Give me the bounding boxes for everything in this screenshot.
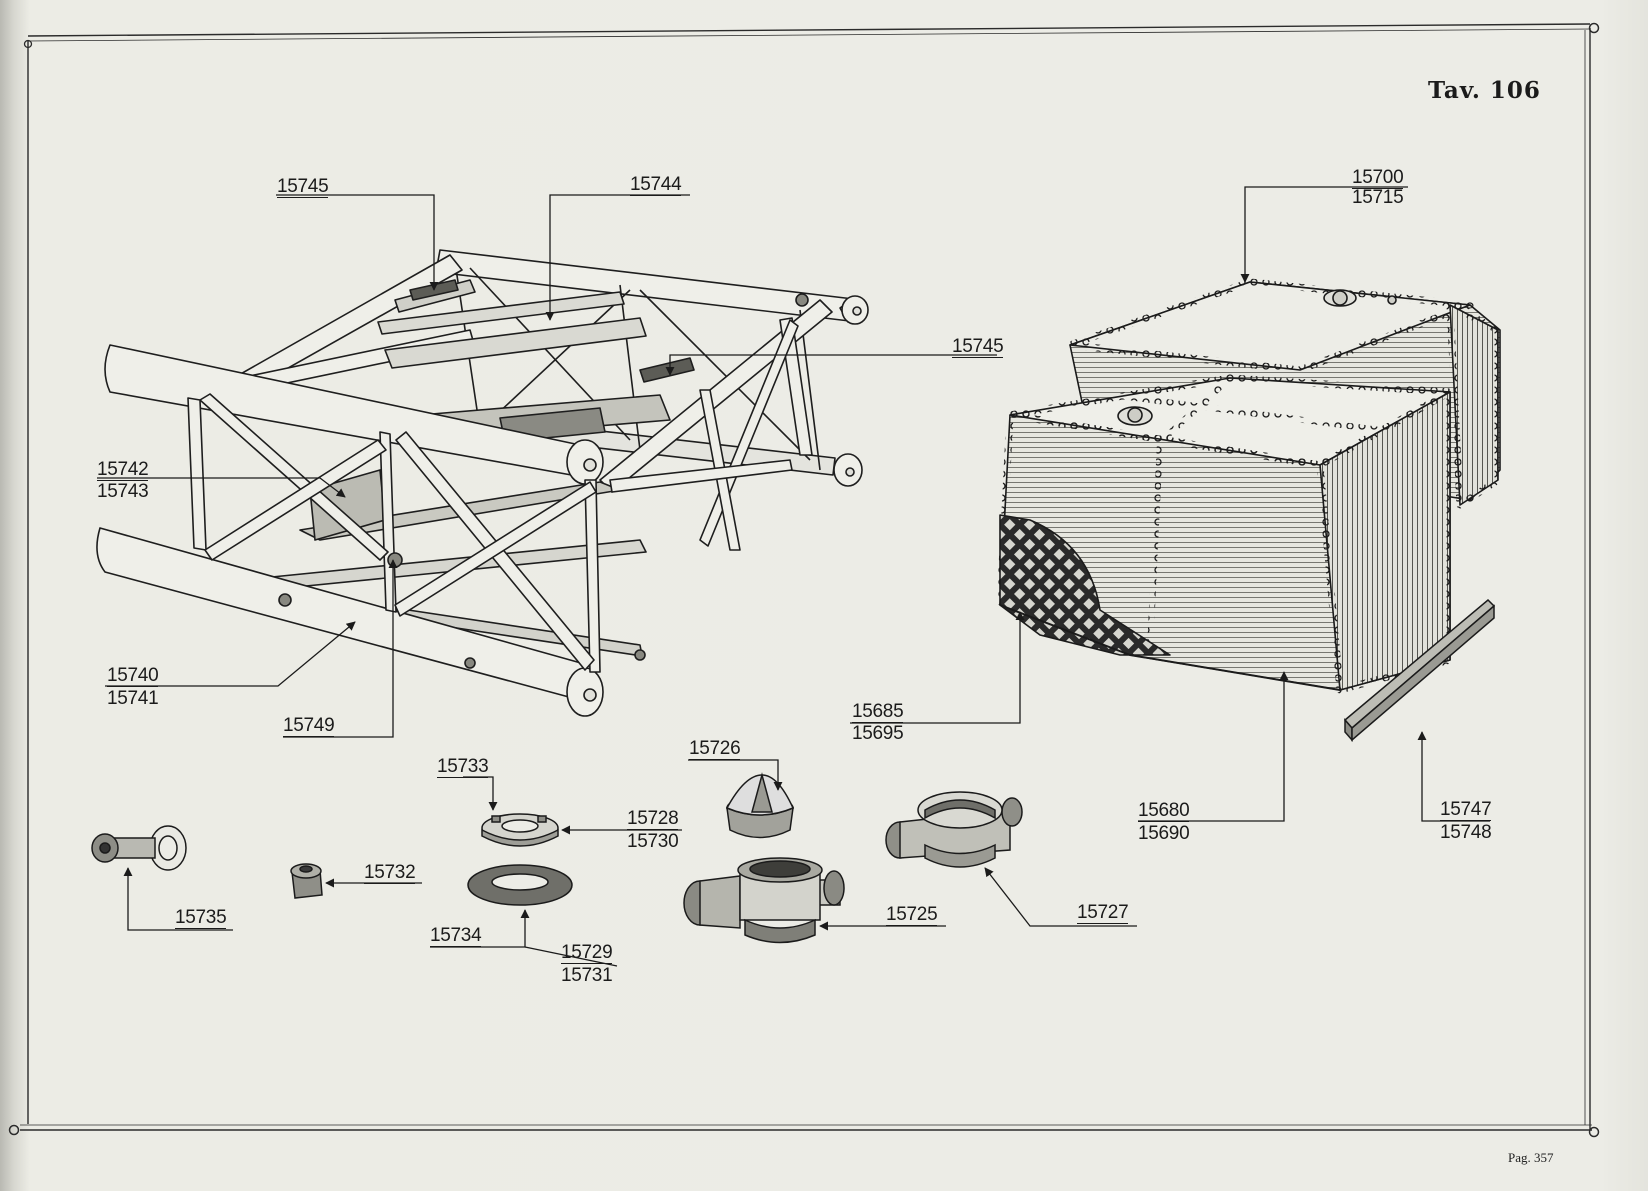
label-15695: 15695 xyxy=(852,723,904,744)
label-15726: 15726 xyxy=(689,738,741,760)
fuel-tanks-drawing xyxy=(996,278,1502,694)
label-15715: 15715 xyxy=(1352,187,1404,208)
label-15744: 15744 xyxy=(630,174,682,196)
label-15734: 15734 xyxy=(430,925,482,947)
label-15733: 15733 xyxy=(437,756,489,778)
label-15727: 15727 xyxy=(1077,902,1129,924)
label-15728: 15728 xyxy=(627,808,679,830)
label-15730: 15730 xyxy=(627,831,679,852)
page-number: Pag. 357 xyxy=(1508,1150,1554,1165)
plate-title: Tav. 106 xyxy=(1428,77,1541,104)
label-15732: 15732 xyxy=(364,862,416,884)
plate-border xyxy=(8,22,1600,1138)
label-15690: 15690 xyxy=(1138,823,1190,844)
label-15743: 15743 xyxy=(97,481,149,502)
label-15740: 15740 xyxy=(107,665,159,687)
leader-lines xyxy=(97,186,1490,967)
label-15745-rail: 15745 xyxy=(952,336,1004,358)
label-15685: 15685 xyxy=(852,701,904,723)
strip-drawing xyxy=(1343,598,1496,742)
chassis-frame-drawing xyxy=(96,249,869,717)
label-15742: 15742 xyxy=(97,459,149,481)
small-parts-drawing xyxy=(91,772,1023,944)
label-15725: 15725 xyxy=(886,904,938,926)
label-15747: 15747 xyxy=(1440,799,1492,821)
label-15735: 15735 xyxy=(175,907,227,929)
label-15741: 15741 xyxy=(107,688,159,709)
label-15700: 15700 xyxy=(1352,167,1404,189)
label-15729: 15729 xyxy=(561,942,613,964)
label-15731: 15731 xyxy=(561,965,613,986)
label-15748: 15748 xyxy=(1440,822,1492,843)
label-15745-seat-bracket: 15745 xyxy=(277,176,329,198)
label-15680: 15680 xyxy=(1138,800,1190,822)
label-15749: 15749 xyxy=(283,715,335,737)
